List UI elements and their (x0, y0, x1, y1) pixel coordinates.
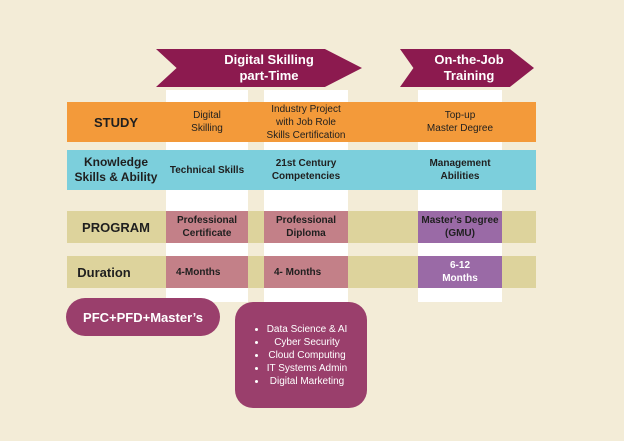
specialization-item: Cyber Security (267, 336, 362, 349)
study-cell-line: Industry Project (271, 103, 341, 115)
specializations-list: Data Science & AI Cyber Security Cloud C… (241, 323, 362, 388)
program-cell-line: Master’s Degree (421, 215, 499, 226)
duration-row-label: Duration (77, 264, 131, 280)
duration-cell-certificate: 4-Months (166, 256, 248, 288)
specializations-box: Data Science & AI Cyber Security Cloud C… (235, 302, 367, 408)
knowledge-cell-technical: Technical Skills (169, 164, 245, 176)
on-the-job-arrow-line2: Training (443, 68, 495, 83)
study-cell-line: with Job Role (275, 116, 336, 128)
digital-skilling-arrow-line2: part-Time (239, 68, 299, 83)
knowledge-band (67, 150, 536, 190)
program-cell-line: Professional (176, 215, 238, 226)
duration-cell-line: 6-12 (449, 260, 470, 271)
specialization-item: Data Science & AI (267, 323, 362, 336)
knowledge-cell-line: Management (429, 158, 491, 169)
duration-cell-diploma: 4- Months (264, 256, 348, 288)
study-cell-line: Skills Certification (266, 129, 346, 141)
study-cell-line: Skilling (191, 123, 223, 134)
study-cell-line: Top-up (444, 110, 476, 121)
study-band (67, 102, 536, 142)
knowledge-cell-line: 21st Century (275, 158, 337, 169)
on-the-job-arrow: On-the-Job Training (400, 49, 534, 87)
digital-skilling-arrow-line1: Digital Skilling (224, 52, 314, 67)
study-row-label: STUDY (93, 114, 139, 130)
program-cell-masters: Master’s Degree (GMU) (418, 211, 502, 243)
program-cell-line: (GMU) (444, 228, 475, 239)
duration-cell-line: Months (442, 273, 478, 284)
knowledge-cell-line: Competencies (271, 171, 341, 182)
program-row-label: PROGRAM (82, 219, 150, 235)
knowledge-label-line: Knowledge (83, 155, 148, 169)
knowledge-label-line: Skills & Ability (74, 170, 158, 184)
knowledge-cell-line: Abilities (440, 171, 480, 182)
specialization-item: Digital Marketing (267, 375, 362, 388)
digital-skilling-arrow: Digital Skilling part-Time (156, 49, 362, 87)
program-cell-line: Certificate (182, 228, 232, 239)
program-cell-line: Professional (275, 215, 337, 226)
on-the-job-arrow-line1: On-the-Job (434, 52, 504, 67)
specialization-item: IT Systems Admin (267, 362, 362, 375)
program-cell-line: Diploma (286, 228, 326, 239)
study-cell-line: Digital (193, 110, 221, 121)
pathway-pill: PFC+PFD+Master’s (66, 298, 220, 336)
study-cell-line: Master Degree (426, 123, 494, 134)
specialization-item: Cloud Computing (267, 349, 362, 362)
